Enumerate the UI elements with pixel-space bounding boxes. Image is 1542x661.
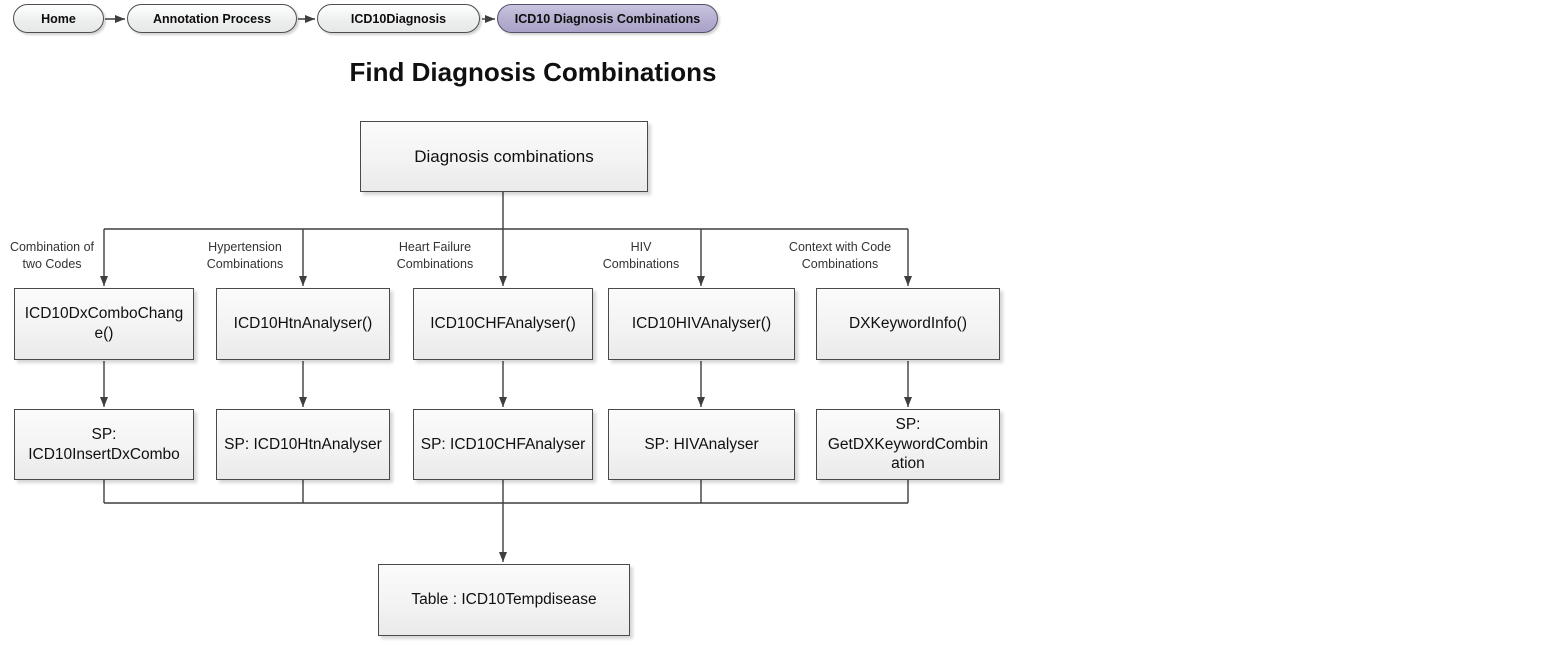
node-diagnosis-combinations[interactable]: Diagnosis combinations — [360, 121, 648, 192]
page-title: Find Diagnosis Combinations — [349, 57, 717, 87]
node-sp-icd10chfanalyser[interactable]: SP: ICD10CHFAnalyser — [413, 409, 593, 480]
branch-label-combination-of-two-codes: Combination of two Codes — [9, 240, 95, 271]
branch-label-hiv-combinations: HIV Combinations — [602, 240, 680, 271]
node-function-icd10dxcombochange[interactable]: ICD10DxComboChang e() — [14, 288, 194, 360]
node-function-icd10htnanalyser[interactable]: ICD10HtnAnalyser() — [216, 288, 390, 360]
node-sp-getdxkeywordcombination[interactable]: SP: GetDXKeywordCombin ation — [816, 409, 1000, 480]
node-function-dxkeywordinfo[interactable]: DXKeywordInfo() — [816, 288, 1000, 360]
branch-label-heart-failure-combinations: Heart Failure Combinations — [396, 240, 474, 271]
branch-label-context-with-code-combinations: Context with Code Combinations — [788, 240, 892, 271]
node-sp-hivanalyser[interactable]: SP: HIVAnalyser — [608, 409, 795, 480]
node-sp-icd10htnanalyser[interactable]: SP: ICD10HtnAnalyser — [216, 409, 390, 480]
breadcrumb-item-home[interactable]: Home — [13, 4, 104, 33]
breadcrumb-label: ICD10Diagnosis — [350, 11, 447, 26]
node-sp-icd10insertdxcombo[interactable]: SP: ICD10InsertDxCombo — [14, 409, 194, 480]
node-function-icd10chfanalyser[interactable]: ICD10CHFAnalyser() — [413, 288, 593, 360]
node-function-icd10hivanalyser[interactable]: ICD10HIVAnalyser() — [608, 288, 795, 360]
breadcrumb-label: ICD10 Diagnosis Combinations — [514, 11, 701, 26]
branch-label-hypertension-combinations: Hypertension Combinations — [206, 240, 284, 271]
breadcrumb-label: Home — [41, 11, 76, 26]
breadcrumb-label: Annotation Process — [152, 11, 272, 26]
breadcrumb-item-icd10-diagnosis-combinations[interactable]: ICD10 Diagnosis Combinations — [497, 4, 718, 33]
breadcrumb-item-icd10diagnosis[interactable]: ICD10Diagnosis — [317, 4, 480, 33]
breadcrumb-item-annotation-process[interactable]: Annotation Process — [127, 4, 297, 33]
node-table-icd10tempdisease[interactable]: Table : ICD10Tempdisease — [378, 564, 630, 636]
